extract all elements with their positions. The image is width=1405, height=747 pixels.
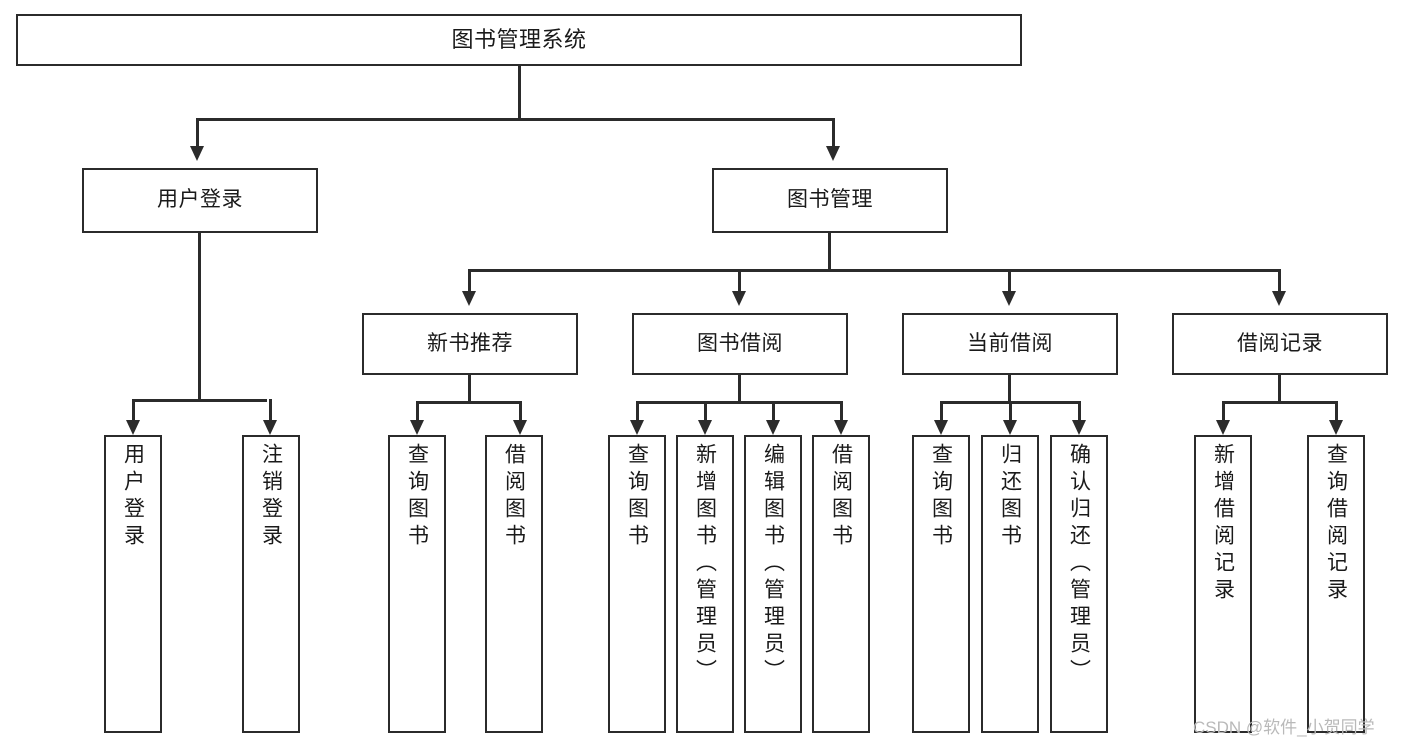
leaf-query-book-recommend[interactable]: 查询图书 bbox=[388, 435, 446, 733]
edge-user-login-stem bbox=[198, 233, 201, 401]
arrow-borrow-record-child-1 bbox=[1216, 420, 1230, 435]
leaf-borrow-book[interactable]: 借阅图书 bbox=[812, 435, 870, 733]
node-book-management[interactable]: 图书管理 bbox=[712, 168, 948, 233]
edge-new-book-child-2 bbox=[519, 401, 522, 423]
arrow-to-current-borrow bbox=[1002, 291, 1016, 306]
arrow-current-borrow-child-1 bbox=[934, 420, 948, 435]
arrow-to-book-borrow bbox=[732, 291, 746, 306]
edge-current-borrow-child-1 bbox=[940, 401, 943, 423]
node-label: 新增借阅记录 bbox=[1211, 443, 1235, 605]
node-label: 图书管理系统 bbox=[451, 27, 587, 53]
arrow-current-borrow-child-3 bbox=[1072, 420, 1086, 435]
edge-to-current-borrow bbox=[1008, 269, 1011, 293]
leaf-borrow-book-recommend[interactable]: 借阅图书 bbox=[485, 435, 543, 733]
node-new-book-recommend[interactable]: 新书推荐 bbox=[362, 313, 578, 375]
arrow-book-borrow-child-1 bbox=[630, 420, 644, 435]
node-current-borrow[interactable]: 当前借阅 bbox=[902, 313, 1118, 375]
edge-borrow-record-child-1 bbox=[1222, 401, 1225, 423]
edge-root-to-book-manage bbox=[832, 118, 835, 148]
edge-book-borrow-child-2 bbox=[704, 401, 707, 423]
edge-user-login-bus bbox=[132, 399, 267, 402]
edge-book-borrow-child-1 bbox=[636, 401, 639, 423]
leaf-query-book-borrow[interactable]: 查询图书 bbox=[608, 435, 666, 733]
edge-book-borrow-stem bbox=[738, 375, 741, 403]
node-label: 图书管理 bbox=[787, 188, 873, 212]
node-label: 新增图书（管理员） bbox=[693, 443, 717, 686]
edge-root-to-user-login bbox=[196, 118, 199, 148]
arrow-borrow-record-child-2 bbox=[1329, 420, 1343, 435]
node-label: 注销登录 bbox=[259, 443, 283, 551]
node-root-system[interactable]: 图书管理系统 bbox=[16, 14, 1022, 66]
leaf-edit-book-admin[interactable]: 编辑图书（管理员） bbox=[744, 435, 802, 733]
edge-new-book-bus bbox=[416, 401, 521, 404]
node-label: 图书借阅 bbox=[697, 331, 783, 355]
arrow-to-new-book-recommend bbox=[462, 291, 476, 306]
edge-root-stem bbox=[518, 66, 521, 118]
node-label: 查询借阅记录 bbox=[1324, 443, 1348, 605]
arrow-to-leaf-user-login bbox=[126, 420, 140, 435]
arrow-new-book-child-1 bbox=[410, 420, 424, 435]
node-label: 借阅记录 bbox=[1237, 331, 1323, 355]
node-label: 确认归还（管理员） bbox=[1067, 443, 1091, 686]
node-user-login[interactable]: 用户登录 bbox=[82, 168, 318, 233]
leaf-query-borrow-record[interactable]: 查询借阅记录 bbox=[1307, 435, 1365, 733]
node-label: 编辑图书（管理员） bbox=[761, 443, 785, 686]
edge-book-manage-bus bbox=[468, 269, 1280, 272]
edge-new-book-stem bbox=[468, 375, 471, 403]
arrow-book-borrow-child-2 bbox=[698, 420, 712, 435]
node-label: 用户登录 bbox=[157, 188, 243, 212]
leaf-add-borrow-record[interactable]: 新增借阅记录 bbox=[1194, 435, 1252, 733]
watermark-text: CSDN @软件_小贺同学 bbox=[1193, 718, 1375, 737]
arrow-to-leaf-logout bbox=[263, 420, 277, 435]
arrow-book-borrow-child-3 bbox=[766, 420, 780, 435]
edge-current-borrow-stem bbox=[1008, 375, 1011, 403]
edge-root-bus bbox=[196, 118, 834, 121]
edge-new-book-child-1 bbox=[416, 401, 419, 423]
leaf-user-login[interactable]: 用户登录 bbox=[104, 435, 162, 733]
arrow-to-user-login bbox=[190, 146, 204, 161]
edge-current-borrow-child-2 bbox=[1009, 401, 1012, 423]
leaf-return-book[interactable]: 归还图书 bbox=[981, 435, 1039, 733]
edge-to-book-borrow bbox=[738, 269, 741, 293]
edge-book-borrow-child-3 bbox=[772, 401, 775, 423]
arrow-new-book-child-2 bbox=[513, 420, 527, 435]
node-label: 借阅图书 bbox=[502, 443, 526, 551]
edge-book-borrow-child-4 bbox=[840, 401, 843, 423]
edge-to-new-book-recommend bbox=[468, 269, 471, 293]
node-label: 查询图书 bbox=[625, 443, 649, 551]
node-label: 借阅图书 bbox=[829, 443, 853, 551]
edge-borrow-record-stem bbox=[1278, 375, 1281, 403]
edge-book-manage-stem bbox=[828, 233, 831, 271]
node-borrow-record[interactable]: 借阅记录 bbox=[1172, 313, 1388, 375]
arrow-current-borrow-child-2 bbox=[1003, 420, 1017, 435]
arrow-to-book-manage bbox=[826, 146, 840, 161]
edge-to-borrow-record bbox=[1278, 269, 1281, 293]
node-label: 查询图书 bbox=[405, 443, 429, 551]
node-book-borrow[interactable]: 图书借阅 bbox=[632, 313, 848, 375]
leaf-query-book-current[interactable]: 查询图书 bbox=[912, 435, 970, 733]
node-label: 查询图书 bbox=[929, 443, 953, 551]
edge-borrow-record-bus bbox=[1222, 401, 1337, 404]
edge-current-borrow-child-3 bbox=[1078, 401, 1081, 423]
arrow-book-borrow-child-4 bbox=[834, 420, 848, 435]
node-label: 归还图书 bbox=[998, 443, 1022, 551]
edge-borrow-record-child-2 bbox=[1335, 401, 1338, 423]
leaf-confirm-return-admin[interactable]: 确认归还（管理员） bbox=[1050, 435, 1108, 733]
edge-book-borrow-bus bbox=[636, 401, 842, 404]
node-label: 新书推荐 bbox=[427, 331, 513, 355]
edge-to-leaf-logout bbox=[269, 399, 272, 423]
edge-to-leaf-user-login bbox=[132, 399, 135, 423]
leaf-add-book-admin[interactable]: 新增图书（管理员） bbox=[676, 435, 734, 733]
node-label: 用户登录 bbox=[121, 443, 145, 551]
arrow-to-borrow-record bbox=[1272, 291, 1286, 306]
leaf-logout[interactable]: 注销登录 bbox=[242, 435, 300, 733]
node-label: 当前借阅 bbox=[967, 331, 1053, 355]
